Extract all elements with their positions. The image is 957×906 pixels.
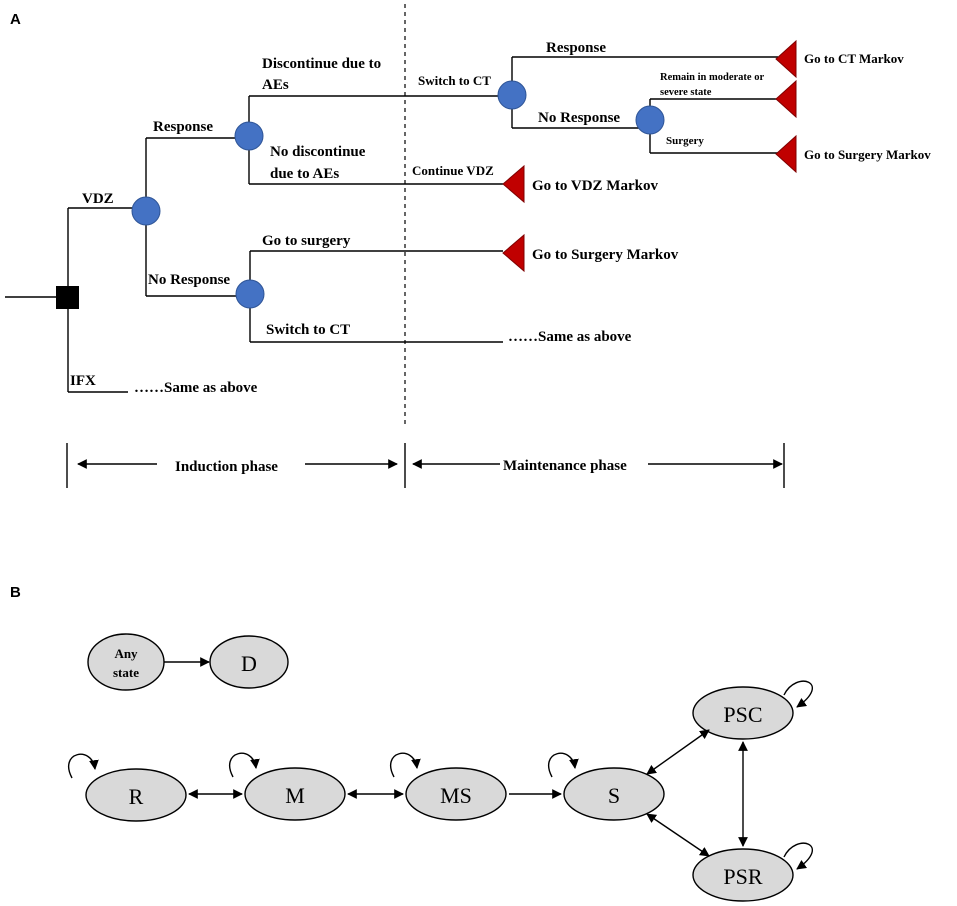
ifx-same-as-above: ……Same as above — [134, 380, 258, 396]
remain-label-line1: Remain in moderate or — [660, 72, 764, 83]
any-state-node — [87, 633, 165, 691]
maintenance-phase-label: Maintenance phase — [503, 458, 627, 474]
psr-self-loop — [783, 842, 813, 870]
r-self-loop — [68, 753, 99, 779]
surgery-label: Surgery — [666, 135, 704, 147]
m-self-loop — [229, 752, 260, 778]
any-state-label-line1: Any — [114, 646, 138, 661]
go-to-vdz-markov-label: Go to VDZ Markov — [532, 178, 658, 194]
any-state-label-line2: state — [113, 665, 139, 680]
no-response-chance-node — [235, 279, 265, 309]
state-psc — [692, 686, 794, 740]
response-chance-node — [234, 121, 264, 151]
markov-model: Any state D R M MS S PSC PSR — [68, 633, 813, 902]
decision-node — [56, 286, 79, 309]
no-discontinue-label-line1: No discontinue — [270, 144, 366, 160]
switch-to-ct-label: Switch to CT — [266, 322, 350, 338]
state-s — [563, 767, 665, 821]
state-d-label: D — [241, 651, 257, 676]
continue-vdz-label: Continue VDZ — [412, 163, 494, 178]
go-to-ct-markov-label: Go to CT Markov — [804, 51, 904, 66]
state-m-label: M — [285, 783, 305, 808]
ct-same-as-above: ……Same as above — [508, 329, 632, 345]
terminal-vdz-markov — [502, 164, 525, 204]
state-d — [209, 635, 289, 689]
panel-a-label: A — [10, 11, 21, 28]
state-s-label: S — [608, 783, 620, 808]
s-self-loop — [548, 752, 579, 778]
ms-self-loop — [390, 752, 421, 778]
vdz-label: VDZ — [82, 191, 114, 207]
ct-response-label: Response — [546, 40, 606, 56]
decision-tree: VDZ IFX ……Same as above Response No Resp… — [5, 39, 931, 396]
state-ms — [405, 767, 507, 821]
vdz-chance-node — [131, 196, 161, 226]
state-psr — [692, 848, 794, 902]
response-label: Response — [153, 119, 213, 135]
induction-phase-label: Induction phase — [175, 459, 278, 475]
state-m — [244, 767, 346, 821]
ct-no-response-chance-node — [635, 105, 665, 135]
ifx-label: IFX — [70, 373, 96, 389]
terminal-remain — [775, 79, 797, 119]
state-psr-label: PSR — [723, 864, 762, 889]
no-discontinue-label-line2: due to AEs — [270, 166, 339, 182]
terminal-surgery-markov-upper — [775, 134, 797, 174]
state-psc-label: PSC — [723, 702, 762, 727]
terminal-ct-markov — [775, 39, 797, 79]
no-response-label: No Response — [148, 272, 230, 288]
switch-to-ct-upper-label: Switch to CT — [418, 73, 491, 88]
remain-label-line2: severe state — [660, 87, 712, 98]
go-to-surgery-label: Go to surgery — [262, 233, 351, 249]
s-psr-arrow — [646, 813, 710, 857]
discontinue-label-line2: AEs — [262, 77, 289, 93]
discontinue-label-line1: Discontinue due to — [262, 56, 381, 72]
state-r — [85, 768, 187, 822]
panel-b-label: B — [10, 584, 21, 601]
terminal-surgery-markov — [502, 233, 525, 273]
psc-self-loop — [783, 680, 813, 708]
ct-chance-node — [497, 80, 527, 110]
phase-scale: Induction phase Maintenance phase — [66, 4, 785, 488]
state-r-label: R — [129, 784, 144, 809]
ct-no-response-label: No Response — [538, 110, 620, 126]
go-to-surgery-markov-upper-label: Go to Surgery Markov — [804, 147, 931, 162]
go-to-surgery-markov-label: Go to Surgery Markov — [532, 247, 679, 263]
s-psc-arrow — [646, 729, 710, 775]
state-ms-label: MS — [440, 783, 472, 808]
